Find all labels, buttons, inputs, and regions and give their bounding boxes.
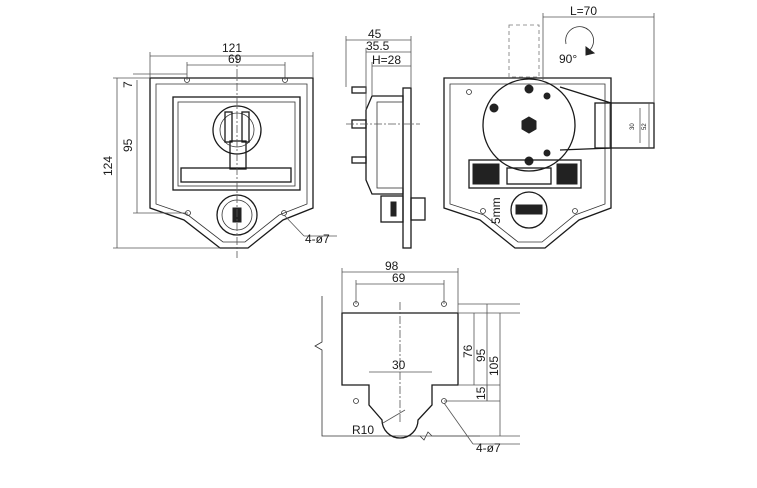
front-handle-recess-inner <box>177 101 296 187</box>
side-lock-barrel <box>380 195 404 223</box>
front-handle-bar <box>180 167 292 183</box>
front-plate-inner-outline <box>155 83 308 243</box>
front-dim-hole-height: 95 <box>121 138 135 152</box>
rear-lock-cam <box>515 204 543 215</box>
side-dim-body: 35.5 <box>366 39 390 53</box>
rear-cam-bolt-2 <box>489 103 499 113</box>
side-handle-depth <box>376 101 404 189</box>
rear-cam-bolt-3 <box>543 92 551 100</box>
cutout-dim-76: 76 <box>461 344 475 358</box>
rear-cam-bolt-1 <box>524 84 534 94</box>
front-dim-width: 121 <box>222 41 242 55</box>
front-shackle-left <box>224 111 233 143</box>
rear-lock-block-left <box>472 163 500 185</box>
side-dim-h: H=28 <box>372 53 401 67</box>
cutout-dim-98: 98 <box>385 259 399 273</box>
cutout-panel-edge <box>314 296 480 441</box>
rear-rotation-label: 90° <box>559 52 577 66</box>
front-hole-callout: 4-ø7 <box>305 232 330 246</box>
side-stud-top <box>351 86 367 94</box>
side-dim-depth: 45 <box>368 27 382 41</box>
rear-mount-hole-2 <box>480 208 486 214</box>
front-dim-top-offset: 7 <box>121 81 135 88</box>
cutout-radius: R10 <box>352 423 374 437</box>
front-handle-recess <box>172 96 301 191</box>
rear-hex-nut <box>521 116 537 134</box>
rear-cam-phantom <box>508 24 540 78</box>
rear-cam-bolt-4 <box>524 156 534 166</box>
side-view: 45 35.5 H=28 <box>345 27 426 249</box>
rear-cam-plate <box>482 78 576 172</box>
cutout-hole-callout: 4-ø7 <box>476 441 501 455</box>
rear-lock-bracket <box>468 159 582 189</box>
cutout-view: 98 69 76 95 105 15 30 R10 4-ø7 <box>314 259 520 455</box>
side-flange <box>402 87 412 249</box>
rear-mount-hole-3 <box>572 208 578 214</box>
rear-mount-hole-1 <box>466 89 472 95</box>
cutout-dim-15: 15 <box>474 386 488 400</box>
front-dim-height: 124 <box>101 156 115 176</box>
rear-cam-arm <box>559 86 612 151</box>
cutout-dim-105: 105 <box>487 356 501 376</box>
rear-dim-cam-length: L=70 <box>570 4 597 18</box>
rear-cam-bolt-5 <box>543 149 551 157</box>
side-lock-cam <box>390 201 397 217</box>
front-dim-hole-spacing: 69 <box>228 52 242 66</box>
side-body <box>365 95 404 195</box>
cutout-dim-30: 30 <box>392 358 406 372</box>
front-shackle-right <box>241 111 250 143</box>
rear-lock-block-right <box>556 163 578 185</box>
rear-lock-slot <box>506 167 552 185</box>
front-plate-outline <box>149 77 314 249</box>
rear-plate-inner-outline <box>449 83 606 243</box>
front-handle-stem <box>229 140 247 170</box>
cutout-dim-69: 69 <box>392 271 406 285</box>
rear-lock-cylinder <box>510 191 548 229</box>
side-stud-low <box>351 156 367 164</box>
side-lock-cap <box>410 197 426 221</box>
rear-rotation-arrow <box>565 26 594 51</box>
rear-dim-cam-52: 52 <box>642 123 648 130</box>
cutout-mount-hole-bl <box>353 398 359 404</box>
rear-dim-5mm: 5mm <box>489 197 503 224</box>
front-view: 121 69 124 95 7 4-ø7 <box>101 41 337 258</box>
cutout-dim-95: 95 <box>474 348 488 362</box>
cutout-outline <box>341 312 459 439</box>
rear-dim-cam-30: 30 <box>630 123 636 130</box>
rear-cam-shaft <box>594 102 655 149</box>
rear-view: L=70 90° 30 52 5mm <box>443 4 655 249</box>
